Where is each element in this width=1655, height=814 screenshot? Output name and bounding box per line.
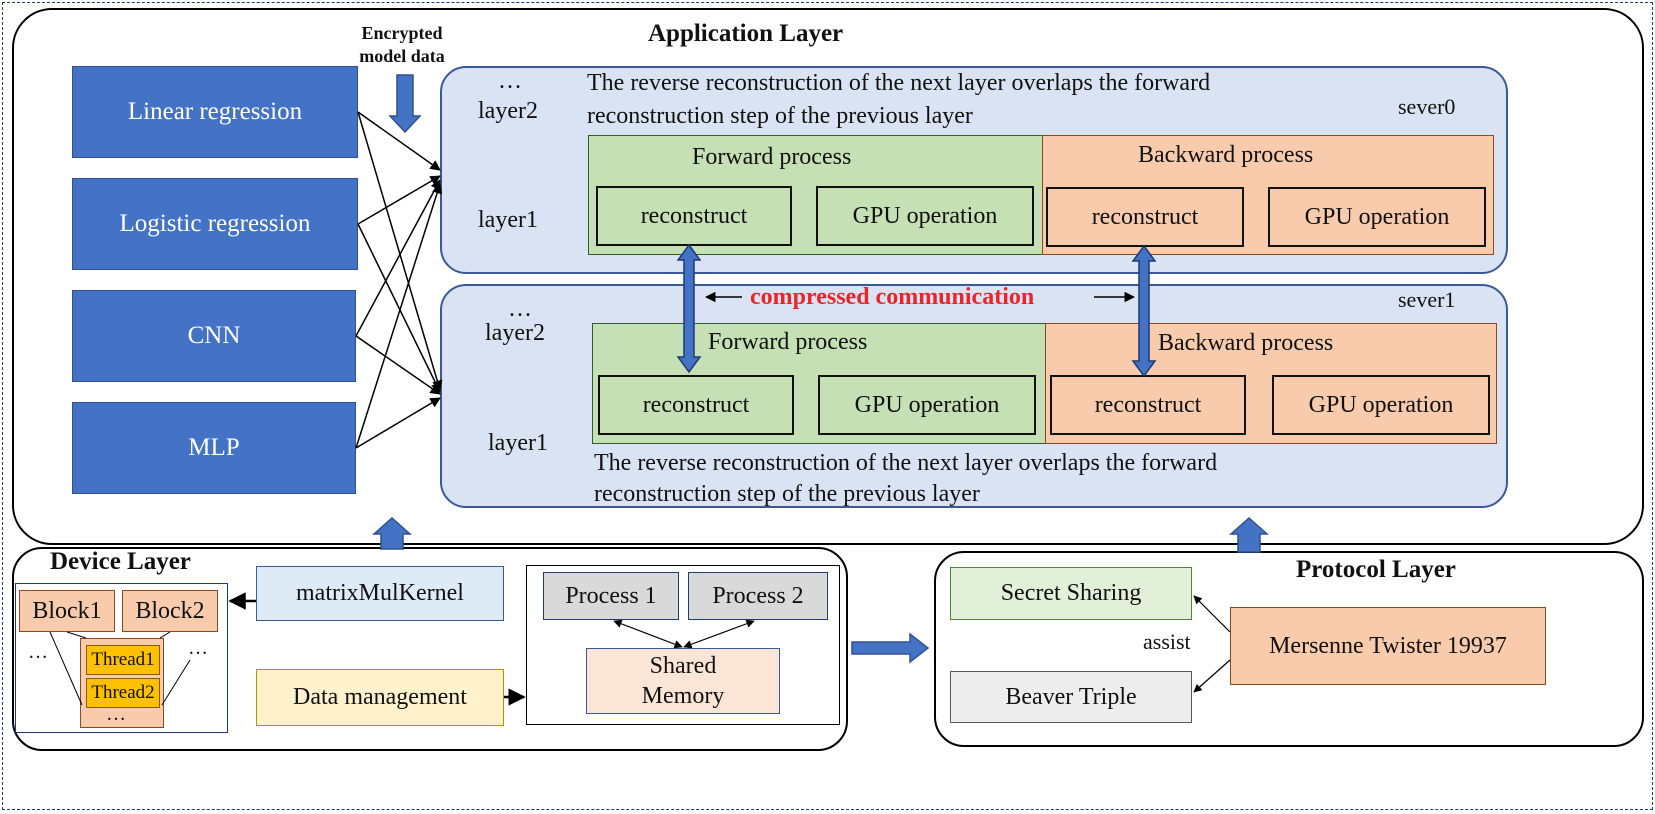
shared-memory-line2: Memory (641, 683, 725, 709)
shared-memory-box[interactable]: Shared Memory (586, 648, 780, 714)
thread2-box[interactable]: Thread2 (86, 678, 160, 708)
server0-forward-gpu-operation[interactable]: GPU operation (816, 186, 1034, 246)
server1-backward-reconstruct[interactable]: reconstruct (1050, 375, 1246, 435)
server0-forward-process (588, 135, 1043, 255)
device-layer-title: Device Layer (50, 548, 191, 575)
matrixmulkernel-box[interactable]: matrixMulKernel (256, 566, 504, 621)
server1-forward-gpu-operation[interactable]: GPU operation (818, 375, 1036, 435)
server0-dots: … (498, 68, 522, 94)
server1-backward-label: Backward process (1158, 330, 1334, 356)
protocol-layer-title: Protocol Layer (1296, 556, 1456, 583)
encrypted-model-data-label: Encrypted model data (338, 22, 466, 68)
server0-note-line2: reconstruction step of the previous laye… (587, 103, 973, 129)
assist-label: assist (1143, 629, 1191, 654)
process1-box[interactable]: Process 1 (543, 572, 679, 620)
model-linear-regression[interactable]: Linear regression (72, 66, 358, 158)
beaver-triple-box[interactable]: Beaver Triple (950, 671, 1192, 723)
server0-name: sever0 (1398, 94, 1456, 119)
server0-backward-reconstruct[interactable]: reconstruct (1046, 187, 1244, 247)
server1-name: sever1 (1398, 287, 1456, 312)
server1-note-line1: The reverse reconstruction of the next l… (594, 450, 1218, 476)
server1-note-line2: reconstruction step of the previous laye… (594, 481, 980, 507)
server0-layer1-label: layer1 (478, 207, 538, 233)
block-dots-left: … (28, 641, 48, 663)
model-logistic-regression[interactable]: Logistic regression (72, 178, 358, 270)
model-mlp[interactable]: MLP (72, 402, 356, 494)
server1-layer2-label: layer2 (485, 320, 545, 346)
server0-forward-reconstruct[interactable]: reconstruct (596, 186, 792, 246)
server1-layer1-label: layer1 (488, 430, 548, 456)
server1-forward-reconstruct[interactable]: reconstruct (598, 375, 794, 435)
process2-box[interactable]: Process 2 (688, 572, 828, 620)
thread1-box[interactable]: Thread1 (86, 645, 160, 675)
thread-dots: … (106, 703, 126, 725)
block1-box[interactable]: Block1 (19, 590, 115, 632)
mersenne-twister-box[interactable]: Mersenne Twister 19937 (1230, 607, 1546, 685)
server0-layer2-label: layer2 (478, 98, 538, 124)
server0-backward-gpu-operation[interactable]: GPU operation (1268, 187, 1486, 247)
server0-backward-label: Backward process (1138, 142, 1314, 168)
shared-memory-line1: Shared (649, 653, 717, 679)
server0-forward-label: Forward process (692, 144, 852, 170)
model-cnn[interactable]: CNN (72, 290, 356, 382)
server1-dots: … (508, 296, 532, 322)
block-dots-right: … (188, 637, 208, 659)
encrypted-label-line2: model data (359, 46, 445, 66)
data-management-box[interactable]: Data management (256, 669, 504, 726)
server1-backward-process (1045, 323, 1497, 444)
server0-note-line1: The reverse reconstruction of the next l… (587, 70, 1211, 96)
server1-backward-gpu-operation[interactable]: GPU operation (1272, 375, 1490, 435)
secret-sharing-box[interactable]: Secret Sharing (950, 567, 1192, 620)
compressed-communication-label: compressed communication (750, 284, 1035, 310)
application-layer-title: Application Layer (648, 20, 844, 47)
block2-box[interactable]: Block2 (122, 590, 218, 632)
server1-forward-label: Forward process (708, 329, 868, 355)
encrypted-label-line1: Encrypted (361, 23, 443, 43)
